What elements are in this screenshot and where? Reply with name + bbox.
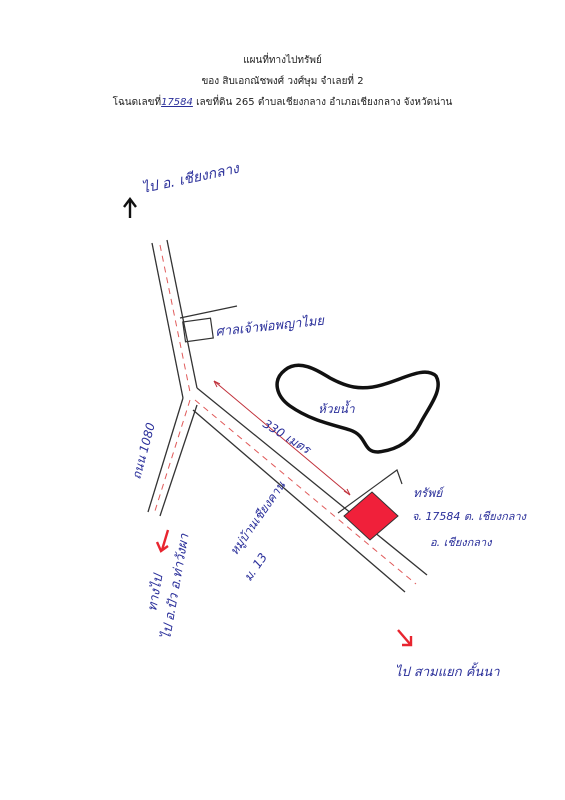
village-number-label: ม. 13 [241,550,270,583]
pond-outline [275,363,440,454]
main-road-centerline [159,244,191,393]
red-arrow-down-left-icon [155,529,170,553]
pond-label: ห้วยน้ำ [318,400,356,416]
property-parcel [343,491,399,541]
road-1080-label: ถนน 1080 [129,421,158,481]
to-southwest-label-1: ทางไป [144,572,166,613]
southeast-road-centerline [194,399,417,585]
distance-indicator [213,380,351,496]
owner-line: ของ สิบเอกณัชพงศ์ วงศ์ษุม จำเลยที่ 2 [201,76,364,87]
deed-suffix: เลขที่ดิน 265 ตำบลเชียงกลาง อำเภอเชียงกล… [196,97,453,108]
shrine-label: ศาลเจ้าพ่อพญาไมย [215,313,326,340]
main-road [151,239,198,399]
property-detail-1: จ. 17584 ต. เชียงกลาง [412,510,528,523]
deed-prefix: โฉนดเลขที่ [112,97,162,108]
property-boundary [337,469,403,514]
to-north-label: ไป อ. เชียงกลาง [140,160,241,197]
village-label: หมู่บ้านเชียงคาน [227,478,289,558]
arrow-up-icon [123,197,137,218]
property-detail-2: อ. เชียงกลาง [430,536,493,549]
deed-number: 17584 [161,97,193,108]
road-1080-centerline [153,399,191,515]
to-southeast-label: ไป สามแยก คั้นนา [395,662,500,680]
southeast-road [192,387,428,593]
shrine-marker [179,305,238,343]
deed-line: โฉนดเลขที่17584 เลขที่ดิน 265 ตำบลเชียงก… [0,95,565,110]
map-title: แผนที่ทางไปทรัพย์ [243,55,322,66]
red-arrow-down-right-icon [397,629,413,647]
road-1080 [147,397,198,517]
property-title-label: ทรัพย์ [413,486,445,500]
distance-label: 330 เมตร [260,417,314,458]
